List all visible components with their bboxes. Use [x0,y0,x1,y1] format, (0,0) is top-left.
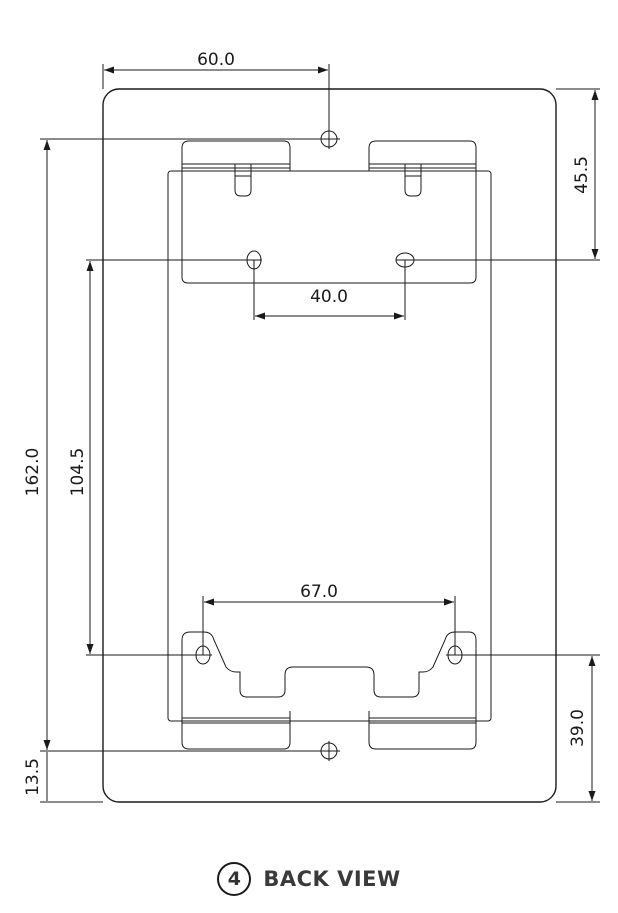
dim-bottom-offset-label: 13.5 [23,758,43,796]
bottom-bracket [181,631,477,750]
dim-bottom-height: 39.0 [568,656,596,801]
dim-bottom-height-label: 39.0 [568,709,588,747]
top-bracket [181,140,477,284]
outer-plate [102,88,557,803]
dim-hole-spacing-bottom-label: 67.0 [300,582,338,602]
dim-hole-spacing-bottom: 67.0 [204,582,454,606]
dim-top-height-label: 45.5 [572,156,592,194]
dim-overall-height: 162.0 [23,140,51,750]
dim-hole-spacing-top-label: 40.0 [310,287,348,307]
dim-top-height: 45.5 [572,90,599,259]
view-title: BACK VIEW [263,867,401,891]
inner-box [167,170,492,722]
dim-hole-vertical-spacing: 104.5 [68,261,94,654]
view-caption: 4 BACK VIEW [0,862,618,896]
dim-top-width: 60.0 [104,50,328,74]
dim-bottom-offset: 13.5 [23,752,48,801]
dim-overall-height-label: 162.0 [23,448,43,497]
extension-lines [40,64,600,803]
dim-hole-spacing-top: 40.0 [255,287,404,320]
view-number-badge: 4 [217,862,252,896]
dim-top-width-label: 60.0 [197,50,235,70]
dim-hole-vertical-spacing-label: 104.5 [68,448,88,497]
